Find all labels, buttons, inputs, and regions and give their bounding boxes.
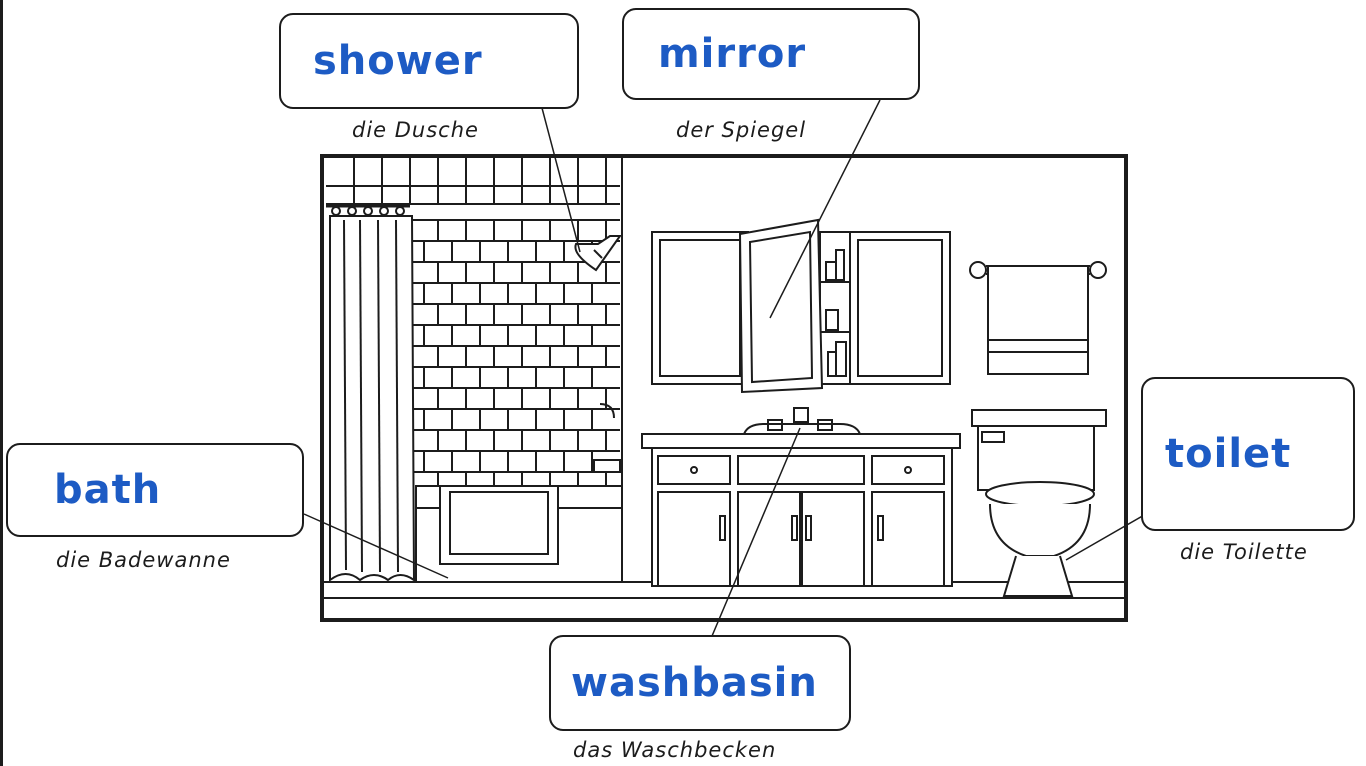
shower-curtain [326,204,416,582]
shower-german-word: die Dusche [352,118,479,142]
mirror-english-word: mirror [658,31,807,77]
vanity-drawing [641,407,961,587]
toilet-english-word: toilet [1165,431,1292,477]
mirror-cabinet-drawing [651,218,951,394]
washbasin-english-word: washbasin [571,660,818,706]
room-frame [320,154,1128,622]
towel-rack-drawing [969,261,1107,375]
toilet-drawing [971,409,1107,597]
washbasin-label-box: washbasin [549,635,851,731]
shower-english-word: shower [313,38,483,84]
tile-grid [353,156,620,486]
mirror-label-box: mirror [622,8,920,100]
bath-label-box: bath [6,443,304,537]
shower-head-drawing [574,235,622,272]
bath-english-word: bath [54,467,162,513]
bath-german-word: die Badewanne [56,548,231,572]
toilet-german-word: die Toilette [1180,540,1308,564]
mirror-german-word: der Spiegel [676,118,807,142]
leader-lines [303,99,1147,637]
washbasin-german-word: das Waschbecken [573,738,777,762]
toilet-label-box: toilet [1141,377,1355,531]
wall-tiles [326,185,620,221]
page-left-edge [0,0,3,766]
shower-label-box: shower [279,13,579,109]
bathtub-drawing [415,403,623,583]
